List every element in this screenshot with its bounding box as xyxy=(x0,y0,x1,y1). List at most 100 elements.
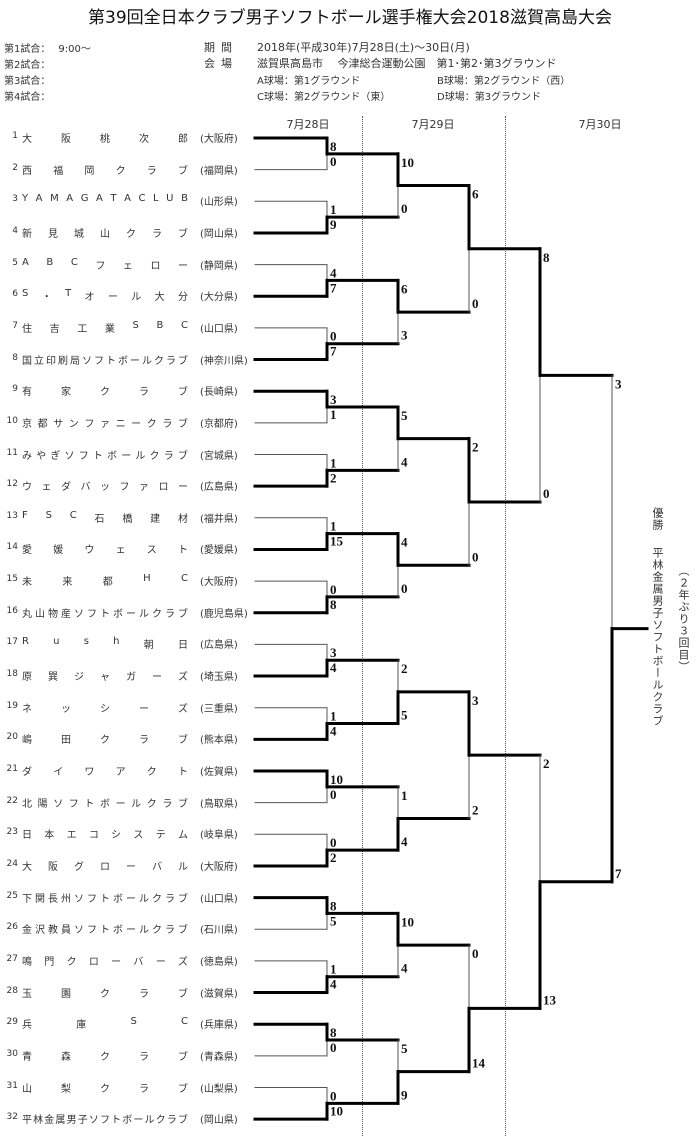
team-seed: 4 xyxy=(12,225,18,236)
team-name-char: グ xyxy=(74,861,84,873)
team-name-char: 長 xyxy=(48,893,58,905)
team-name-char: 桃 xyxy=(100,134,110,145)
team-name-char: 未 xyxy=(22,577,32,589)
score-bottom: 0 xyxy=(330,787,337,802)
team-name-char: ャ xyxy=(100,672,110,684)
team-name-char: ラ xyxy=(139,1051,149,1063)
team-seed: 15 xyxy=(6,574,18,585)
team-name-char: A xyxy=(124,193,131,205)
team-name-char: ッ xyxy=(100,482,110,494)
team-prefecture: (愛媛県) xyxy=(200,545,238,557)
team-name-char: 建 xyxy=(150,513,161,525)
schedule-row-1: 第1試合：9:00～ xyxy=(4,40,91,55)
team-name-char: 金 xyxy=(44,1115,55,1127)
team-name-char: ー xyxy=(152,672,162,684)
score-bottom: 15 xyxy=(330,534,344,549)
score-top: 1 xyxy=(330,709,337,724)
score-bottom: 8 xyxy=(330,597,337,612)
team-name-char: ー xyxy=(130,355,140,367)
score-top: 1 xyxy=(401,788,408,803)
score-bottom: 0 xyxy=(401,201,408,216)
team-name-char: ェ xyxy=(41,482,52,494)
team-name-char: 業 xyxy=(104,323,115,335)
team-name-char: ク xyxy=(100,387,110,399)
team-name-char: 男 xyxy=(66,1115,77,1127)
team-name-char: ー xyxy=(177,260,188,272)
team-name-char: ー xyxy=(131,418,142,430)
team-name-char: ブ xyxy=(178,608,188,620)
team-name-char: ク xyxy=(152,608,162,620)
team-name-char: 金 xyxy=(22,925,32,937)
team-name-char: ル xyxy=(131,798,142,810)
team-prefecture: (鹿児島県) xyxy=(200,608,248,620)
team-seed: 3 xyxy=(12,194,18,205)
team-name-char: ブ xyxy=(178,893,188,905)
team-name-char: バ xyxy=(152,861,162,873)
team-prefecture: (大分県) xyxy=(200,292,238,304)
team-name-char: 立 xyxy=(34,355,44,367)
team-name-char: ブ xyxy=(178,387,188,399)
score-bottom: 4 xyxy=(330,977,337,992)
team-name-char: ラ xyxy=(139,735,149,747)
team-name-char: ラ xyxy=(166,355,176,367)
score-top: 1 xyxy=(330,202,337,217)
score-top: 4 xyxy=(330,265,337,280)
team-name-char: C xyxy=(180,573,188,585)
team-name-char: S xyxy=(132,319,139,331)
team-name: みやぎソフトボールクラブ xyxy=(22,447,188,462)
team-name-char: ブ xyxy=(177,1115,188,1127)
venue-label: 会場 xyxy=(204,57,238,70)
score-top: 2 xyxy=(401,661,408,676)
team-name-char: ス xyxy=(133,830,144,842)
team-name-char: 材 xyxy=(177,513,188,525)
score-bottom: 7 xyxy=(615,866,622,881)
team-name-char: ジ xyxy=(74,672,84,684)
score-top: 1 xyxy=(330,962,337,977)
team-name-char: フ xyxy=(68,798,79,810)
team-seed: 22 xyxy=(6,795,18,806)
team-name-char: ズ xyxy=(178,703,188,715)
team-name-char: バ xyxy=(80,482,91,494)
team-name-char: や xyxy=(36,450,47,462)
team-prefecture: (宮城県) xyxy=(200,450,238,462)
team-seed: 7 xyxy=(12,320,18,331)
team-name-char: 国 xyxy=(22,355,32,367)
score-top: 1 xyxy=(330,455,337,470)
score-top: 3 xyxy=(615,376,622,391)
team-name: 山梨クラブ xyxy=(22,1080,188,1095)
team-name: 丸山物産ソフトボールクラブ xyxy=(22,605,188,620)
champion-note: （２年ぶり３回目） xyxy=(677,565,690,673)
team-name-char: フ xyxy=(119,482,130,494)
team-name-char: 森 xyxy=(61,1051,71,1063)
team-seed: 9 xyxy=(12,384,18,395)
team-name-char: 媛 xyxy=(53,545,64,557)
team-name-char: ク xyxy=(100,735,110,747)
team-seed: 31 xyxy=(6,1080,18,1091)
team-name-char: ブ xyxy=(177,418,188,430)
team-name-char: ー xyxy=(121,450,132,462)
team-name-char: ク xyxy=(146,418,157,430)
team-name-char: ー xyxy=(126,893,136,905)
team-name-char: 京 xyxy=(22,418,32,430)
team-name-char: ク xyxy=(146,798,157,810)
venue-value: 滋賀県高島市 今津総合運動公園 第1･第2･第3グラウンド xyxy=(257,57,557,70)
team-name: 玉園クラブ xyxy=(22,985,188,1000)
team-name-char: ー xyxy=(133,1115,144,1127)
team-prefecture: (岡山県) xyxy=(200,1115,238,1127)
team-name-char: 局 xyxy=(70,355,80,367)
team-name-char: 阪 xyxy=(48,861,58,873)
team-name-char: ぎ xyxy=(50,450,61,462)
team-name-char: ト xyxy=(111,1115,122,1127)
team-name: 下関長州ソフトボールクラブ xyxy=(22,890,188,905)
champion-label: 優勝 xyxy=(651,507,664,531)
score-top: 4 xyxy=(401,535,408,550)
team-prefecture: (福岡県) xyxy=(200,165,238,177)
